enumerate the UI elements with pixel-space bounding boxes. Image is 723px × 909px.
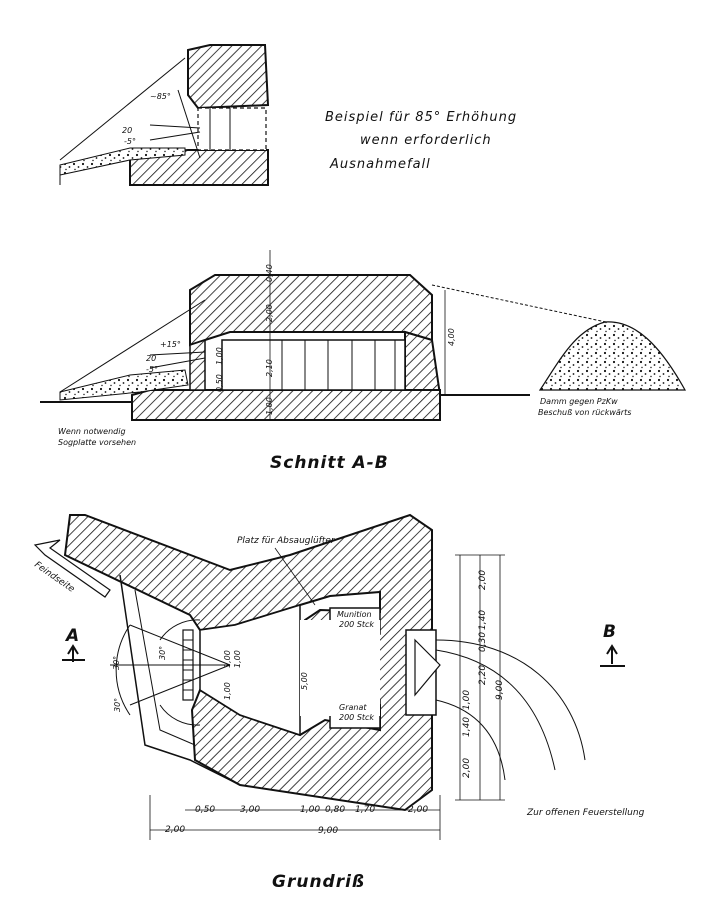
example-section xyxy=(59,44,270,186)
plan-title: Grundriß xyxy=(272,872,366,892)
plan-box2-line2: 200 Stck xyxy=(339,713,375,722)
plan-dim-r6: 1,00 xyxy=(462,689,472,710)
enemy-arrow xyxy=(33,539,111,598)
section-berm xyxy=(538,321,687,391)
example-angle-top: ~85° xyxy=(150,92,171,101)
section-dim-room: 2,10 xyxy=(265,359,274,377)
plan-vent-label: Platz für Absauglüfter xyxy=(237,536,335,546)
plan-dim-r1: 2,00 xyxy=(478,569,488,590)
section-rear-wall xyxy=(404,330,442,396)
plan-dim-r7: 1,40 xyxy=(462,716,472,737)
section-roof xyxy=(189,274,433,347)
section-earth xyxy=(59,369,189,401)
section-dim-height: 4,00 xyxy=(447,328,456,346)
section-note-left-1: Wenn notwendig xyxy=(58,427,126,436)
example-angle-b: -5° xyxy=(124,137,136,146)
plan-dim-small3: 1,00 xyxy=(233,650,242,668)
plan-angle-a: 30° xyxy=(112,655,121,670)
plan-dim-r2: 1,40 xyxy=(478,609,488,630)
plan-dim-b5: 1,70 xyxy=(355,805,376,815)
example-caption-2: wenn erforderlich xyxy=(360,133,492,148)
section-note-right-2: Beschuß von rückwärts xyxy=(538,408,632,417)
plan-dim-r5: 9,00 xyxy=(495,679,505,700)
plan-dim-small2: 1,00 xyxy=(223,682,232,700)
plan-dim-center: 5,00 xyxy=(300,672,309,690)
plan-dim-b1: 0,50 xyxy=(195,805,216,815)
section-dim-opening2: 0,50 xyxy=(215,374,224,392)
example-angle-a: 20 xyxy=(122,126,133,135)
section-note-right-1: Damm gegen PzKw xyxy=(540,397,618,406)
example-caption-3: Ausnahmefall xyxy=(330,157,431,172)
plan-dim-r8: 2,00 xyxy=(462,757,472,778)
section-dim-floor: 1,00 xyxy=(265,397,274,415)
example-caption-1: Beispiel für 85° Erhöhung xyxy=(325,110,518,125)
plan-dim-left: 2,00 xyxy=(165,825,186,835)
plan-box2-line1: Granat xyxy=(339,703,367,712)
plan-view xyxy=(33,513,625,840)
plan-angle-b: 30° xyxy=(113,697,122,712)
plan-interior xyxy=(199,603,301,737)
example-chamber xyxy=(197,107,267,151)
section-dim-opening: 1,00 xyxy=(215,347,224,365)
plan-dim-b6: 2,00 xyxy=(408,805,429,815)
section-angle-b: -5° xyxy=(146,365,158,374)
section-dim-roof: 2,00 xyxy=(265,304,274,322)
plan-fire-label: Zur offenen Feuerstellung xyxy=(527,808,645,818)
plan-box1-line1: Munition xyxy=(337,610,372,619)
plan-passage xyxy=(300,620,380,716)
plan-dim-total: 9,00 xyxy=(318,826,339,836)
plan-dim-small1: 1,00 xyxy=(223,650,232,668)
plan-angle-c: 30° xyxy=(158,645,167,660)
plan-dim-b2: 3,00 xyxy=(240,805,261,815)
example-roof xyxy=(187,44,270,110)
section-chamber xyxy=(221,339,406,391)
plan-dim-b4: 0,80 xyxy=(325,805,346,815)
section-front-wall xyxy=(189,338,206,391)
plan-box1-line2: 200 Stck xyxy=(339,620,375,629)
section-dim-top: 0,40 xyxy=(265,264,274,282)
section-note-left-2: Sogplatte vorsehen xyxy=(58,438,137,447)
section-floor xyxy=(131,389,441,421)
plan-dim-r4: 2,20 xyxy=(478,664,488,685)
plan-label-b: B xyxy=(603,622,617,642)
plan-dim-r3: 0,30 xyxy=(478,631,488,652)
section-title: Schnitt A-B xyxy=(270,453,389,473)
section-angle-top: +15° xyxy=(160,340,181,349)
section-ab xyxy=(40,250,687,421)
section-angle-a: 20 xyxy=(146,354,157,363)
plan-label-a: A xyxy=(66,626,81,646)
plan-trench xyxy=(119,574,241,786)
plan-dim-b3: 1,00 xyxy=(300,805,321,815)
